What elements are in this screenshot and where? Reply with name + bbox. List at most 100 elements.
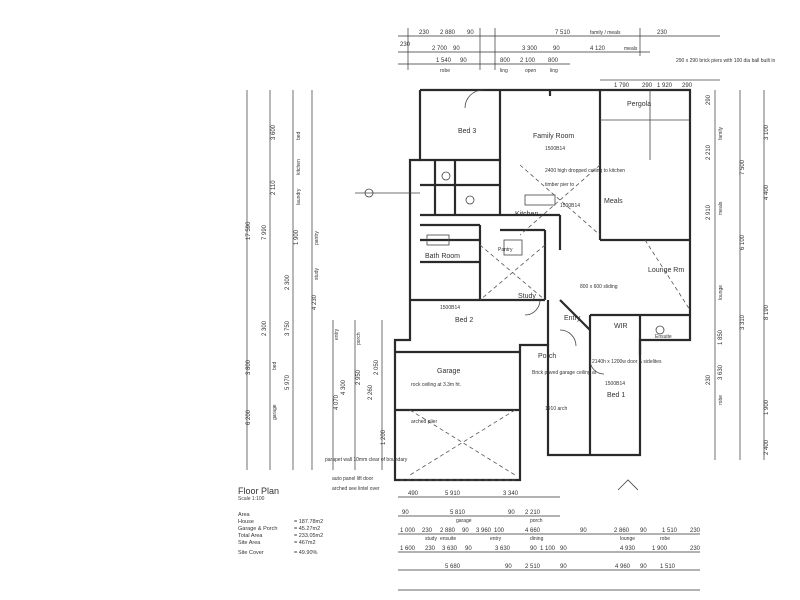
dim-bottom4-9: 1 900 — [652, 546, 668, 552]
dim-top-2: 90 — [467, 30, 474, 36]
area-row-garage: Garage & Porch = 45.27m2 — [238, 526, 378, 533]
dim-bottom5-4: 4 960 — [615, 564, 631, 570]
dim-topright-1: 290 — [642, 83, 653, 89]
dim-left-outer-0: 17 590 — [246, 221, 252, 240]
dim-right-outer-3: 1 900 — [764, 399, 770, 415]
dim-right-mid-0: 7 500 — [740, 159, 746, 175]
floor-plan-scale: Scale 1:100 — [238, 496, 265, 502]
room-bed1: Bed 1 — [607, 392, 625, 399]
area-row-house: House = 187.78m2 — [238, 519, 378, 526]
room-meals: Meals — [604, 198, 623, 205]
dim-top-4: family / meals — [590, 30, 621, 36]
room-code-a: 1500B14 — [560, 203, 580, 209]
dim-top2-5: meals — [624, 46, 638, 52]
dim-bottom2-label-porch: porch — [530, 518, 543, 524]
dim-right-label-family: family — [718, 126, 724, 140]
room-garage: Garage — [437, 368, 460, 375]
dim-right-mid-1: 6 100 — [740, 234, 746, 250]
area-value: = 187.78m2 — [294, 519, 324, 525]
dim-bottom3-label-robe: robe — [660, 536, 670, 542]
area-row-site-cover: Site Cover = 49.90% — [238, 550, 378, 557]
dim-bottom4-8: 4 930 — [620, 546, 636, 552]
dim-bottom3-label-study: study — [425, 536, 437, 542]
right-dimensions: 3 100 4 400 8 190 1 900 2 400 7 500 6 10… — [706, 90, 770, 460]
dim-bottom3-label-entry: entry — [490, 536, 502, 542]
note-brick-piers: 290 x 290 brick piers with 100 dia ball … — [676, 58, 775, 64]
dim-right-label-robe: robe — [718, 395, 724, 405]
dim-left-mid-2: 3 750 — [285, 320, 291, 336]
dim-bottom5-0: 5 680 — [445, 564, 461, 570]
dim-left-label-bed: bed — [296, 131, 302, 140]
area-row-total: Total Area = 233.05m2 — [238, 533, 378, 540]
dim-top-3: 7 510 — [555, 30, 571, 36]
dim-bottom5-1: 90 — [505, 564, 512, 570]
room-kitchen: Kitchen — [515, 211, 538, 218]
dim-left-label-bed2: bed — [272, 361, 278, 370]
dim-right-outer-1: 4 400 — [764, 184, 770, 200]
door-swing-bed3 — [464, 89, 484, 109]
site-cover-value: = 49.90% — [294, 550, 318, 556]
dim-top3-4: 800 — [548, 58, 559, 64]
room-pantry: Pantry — [498, 247, 513, 253]
area-label: House — [238, 519, 254, 525]
dim-bottom5-2: 2 510 — [525, 564, 541, 570]
dim-left-label-entry: entry — [334, 328, 340, 340]
dim-bottom1-0: 490 — [408, 491, 419, 497]
dim-right-mid-3: 3 630 — [718, 364, 724, 380]
toilet-icon — [465, 195, 475, 205]
dim-right-label-meals: meals — [718, 201, 724, 215]
dim-bottom3-9: 90 — [640, 528, 647, 534]
note-parapet: parapet wall 10mm clear of boundary — [325, 457, 408, 463]
dim-left-inner-7: 2 260 — [368, 384, 374, 400]
room-bed2: Bed 2 — [455, 317, 473, 324]
dim-bottom1-1: 5 910 — [445, 491, 461, 497]
left-dimensions: 17 590 6 200 3 800 7 990 2 300 3 750 2 3… — [246, 90, 387, 470]
dim-top2-2: 3 300 — [522, 46, 538, 52]
dim-right-mid-4: 1 850 — [718, 329, 724, 345]
dim-left-mid-0: 7 990 — [262, 224, 268, 240]
note-arch-1910: 1910 arch — [545, 406, 567, 412]
dim-bottom2-2: 90 — [508, 510, 515, 516]
note-garage-ceiling: rock ceiling at 3.3m ht. — [411, 382, 461, 388]
room-ensuite: Ensuite — [655, 334, 672, 340]
area-heading: Area — [238, 512, 378, 519]
note-garage-door: auto panel lift door — [332, 476, 373, 482]
dim-bottom4-1: 230 — [425, 546, 436, 552]
dim-left-mid-3: 2 300 — [285, 274, 291, 290]
dim-bottom5-3: 90 — [560, 564, 567, 570]
dim-top2-1: 90 — [453, 46, 460, 52]
dim-left-outer-2: 3 800 — [246, 359, 252, 375]
floor-plan-title: Floor Plan — [238, 486, 280, 496]
dim-right-outer-0: 3 100 — [764, 124, 770, 140]
dim-top2-4: 4 120 — [590, 46, 606, 52]
dim-right-outer-4: 2 400 — [764, 439, 770, 455]
dim-bottom5-5: 90 — [640, 564, 647, 570]
dim-bottom4-6: 1 100 — [540, 546, 556, 552]
building-walls — [355, 88, 692, 491]
north-arrow-icon — [617, 479, 639, 491]
dim-topright-2: 1 920 — [657, 83, 673, 89]
dim-top-5: 230 — [657, 30, 668, 36]
basin-icon — [441, 171, 451, 181]
room-pergola: Pergola — [627, 101, 651, 108]
dim-left-inner-8: 2 050 — [374, 359, 380, 375]
dim-bottom3-label-lounge: lounge — [620, 536, 635, 542]
dim-bottom3-5: 100 — [494, 528, 505, 534]
dim-top3-3: 2 100 — [520, 58, 536, 64]
dim-bottom3-7: 90 — [580, 528, 587, 534]
dim-left-inner-5: 4 300 — [341, 379, 347, 395]
dim-left-inner-4: 4 070 — [334, 394, 340, 410]
dim-bottom2-0: 90 — [402, 510, 409, 516]
dim-bottom3-label-ensuite: ensuite — [440, 536, 456, 542]
door-swing-entry — [559, 329, 577, 347]
dim-bottom4-0: 1 600 — [400, 546, 416, 552]
area-value: = 233.05m2 — [294, 533, 324, 539]
room-labels: Bed 3 Family Room 1500B14 Pergola Meals … — [425, 101, 684, 399]
dim-bottom4-2: 3 630 — [442, 546, 458, 552]
top-dimensions: 230 2 880 90 7 510 family / meals 230 2 … — [398, 28, 775, 89]
dim-bottom4-7: 90 — [560, 546, 567, 552]
dim-right-label-lounge: lounge — [718, 285, 724, 300]
dim-top3-1: 90 — [460, 58, 467, 64]
room-family-code: 1500B14 — [545, 146, 565, 152]
dim-bottom4-4: 3 630 — [495, 546, 511, 552]
